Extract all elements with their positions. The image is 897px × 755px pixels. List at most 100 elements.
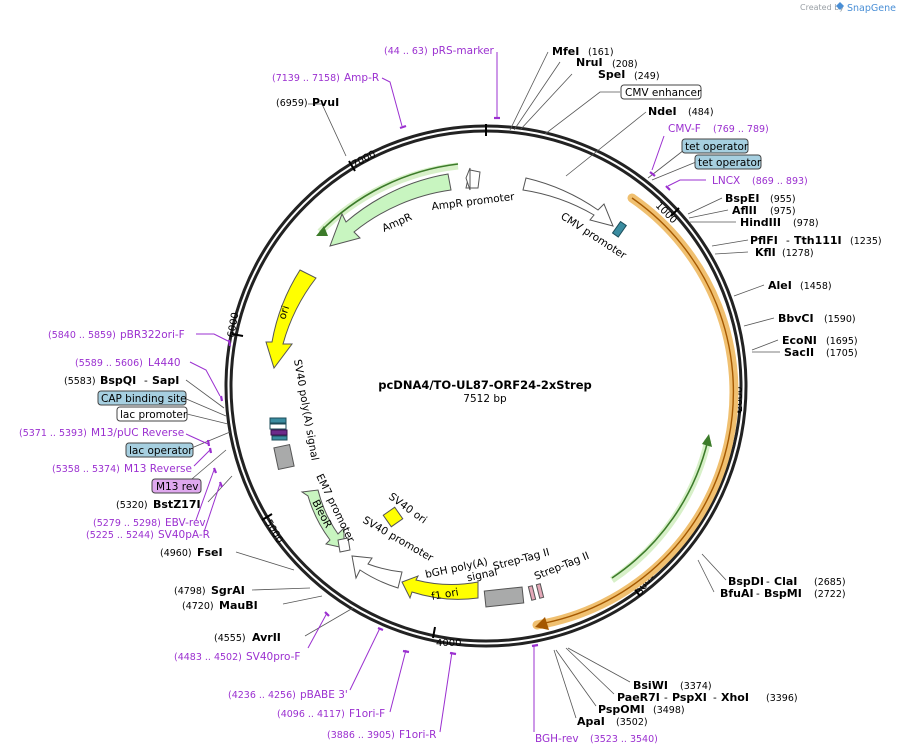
primer-cmvf-pos: (769 .. 789) — [713, 124, 769, 135]
cds-green-top-head — [316, 226, 328, 236]
tick-5000 — [261, 513, 273, 521]
site-sgrai[interactable]: SgrAI — [211, 584, 245, 597]
primer-prs[interactable]: pRS-marker — [432, 45, 495, 57]
primer-sv40pa[interactable]: SV40pA-R — [158, 529, 210, 541]
primer-f1f[interactable]: F1ori-F — [349, 708, 385, 720]
cds-green-right-head — [702, 434, 712, 447]
tick-label-6000: 6000 — [226, 312, 241, 339]
cds-green-right-line — [611, 439, 709, 579]
site-nrui[interactable]: NruI — [576, 56, 603, 69]
site-mfei-pos: (161) — [588, 47, 614, 58]
site-bbvci[interactable]: BbvCI — [778, 312, 814, 325]
site-hindiii-pos: (978) — [793, 218, 819, 229]
tick-label-4000: 4000 — [436, 638, 461, 649]
site-xhoi[interactable]: XhoI — [721, 691, 749, 704]
primer-leaders — [185, 52, 706, 733]
site-pvui[interactable]: PvuI — [312, 96, 339, 109]
primer-pbr-pos: (5840 .. 5859) — [48, 330, 116, 341]
site-avrii[interactable]: AvrII — [252, 631, 281, 644]
site-bspei-pos: (955) — [770, 194, 796, 205]
site-alei[interactable]: AleI — [768, 279, 792, 292]
site-mfei[interactable]: MfeI — [552, 45, 579, 58]
tick-1000 — [670, 207, 680, 217]
feature-ampr — [329, 173, 452, 247]
cmv-enhancer-box[interactable] — [620, 84, 702, 100]
site-bspqi-pos: (5583) — [64, 376, 96, 387]
label-sv40-polya: SV40 poly(A) signal — [291, 358, 321, 461]
primer-pbr[interactable]: pBR322ori-F — [120, 329, 185, 341]
primer-m13r[interactable]: M13 Reverse — [124, 463, 192, 475]
primer-pbabe[interactable]: pBABE 3' — [300, 689, 348, 701]
primer-bgh[interactable]: BGH-rev — [535, 733, 579, 745]
site-bspmi[interactable]: BspMI — [764, 587, 802, 600]
orf-band-line — [544, 197, 735, 624]
primer-sv40pro[interactable]: SV40pro-F — [246, 651, 300, 663]
feature-cap-box — [269, 423, 287, 430]
site-hindiii[interactable]: HindIII — [740, 216, 781, 229]
site-aflii[interactable]: AflII — [732, 204, 757, 217]
site-maubi-pos: (4720) — [182, 601, 214, 612]
feature-lac-op-box-2 — [271, 435, 288, 441]
site-bspqi[interactable]: BspQI — [100, 374, 136, 387]
site-tth111i[interactable]: Tth111I — [794, 234, 842, 247]
primer-l4440-pos: (5589 .. 5606) — [75, 358, 143, 369]
cap-binding-box[interactable] — [97, 390, 187, 406]
site-bspei[interactable]: BspEI — [725, 192, 759, 205]
site-sapi[interactable]: SapI — [152, 374, 179, 387]
site-kfli[interactable]: KflI — [755, 246, 776, 259]
primer-cmvf[interactable]: CMV-F — [668, 123, 701, 135]
primer-m13puc[interactable]: M13/pUC Reverse — [91, 427, 184, 439]
site-paer7i-pos: (3396) — [766, 693, 798, 704]
tick-label-5000: 5000 — [262, 518, 284, 546]
site-apai[interactable]: ApaI — [577, 715, 605, 728]
site-leaders — [181, 51, 780, 719]
primer-lncx[interactable]: LNCX — [712, 175, 740, 187]
primer-f1r-pos: (3886 .. 3905) — [327, 730, 395, 741]
primer-ebv-pos: (5279 .. 5298) — [93, 518, 161, 529]
site-bsiwi-pos: (3374) — [680, 681, 712, 692]
feature-lac-op-box — [269, 417, 287, 424]
lac-operator-box[interactable] — [125, 442, 194, 458]
site-bstz17i[interactable]: BstZ17I — [153, 498, 201, 511]
site-spei[interactable]: SpeI — [598, 68, 625, 81]
site-ndei-pos: (484) — [688, 107, 714, 118]
site-pvui-pos: (6959) — [276, 98, 308, 109]
tet-operator-box-1[interactable] — [681, 138, 749, 154]
site-pflfi[interactable]: PflFI — [750, 234, 778, 247]
primer-pbabe-pos: (4236 .. 4256) — [228, 690, 296, 701]
site-ndei[interactable]: NdeI — [648, 105, 677, 118]
m13-rev-box[interactable] — [151, 478, 202, 494]
credit-text: Created by — [800, 3, 844, 12]
site-bsiwi[interactable]: BsiWI — [633, 679, 668, 692]
feature-bgh-polya — [483, 586, 525, 608]
site-pspxi[interactable]: PspXI — [672, 691, 707, 704]
primer-ebv[interactable]: EBV-rev — [165, 517, 206, 529]
orf-arrowhead — [535, 617, 549, 630]
site-pflfi-sep: - — [786, 235, 790, 247]
feature-cmv-promoter — [522, 177, 614, 227]
site-bspdi-sep: - — [766, 576, 770, 588]
site-econi[interactable]: EcoNI — [782, 334, 817, 347]
site-maubi[interactable]: MauBI — [219, 599, 258, 612]
site-nrui-pos: (208) — [612, 59, 638, 70]
lac-promoter-box[interactable] — [116, 406, 188, 422]
site-bspdi[interactable]: BspDI — [728, 575, 764, 588]
site-bfuai[interactable]: BfuAI — [720, 587, 754, 600]
site-paer7i[interactable]: PaeR7I — [617, 691, 660, 704]
primer-ampr[interactable]: Amp-R — [344, 72, 379, 84]
feature-ampr-promoter-head — [465, 167, 471, 191]
plasmid-length: 7512 bp — [463, 393, 507, 405]
site-sacii-pos: (1705) — [826, 348, 858, 359]
cmv-enhancer-label: CMV enhancer — [625, 87, 702, 99]
primer-l4440[interactable]: L4440 — [148, 357, 181, 369]
site-pspomi[interactable]: PspOMI — [598, 703, 645, 716]
primer-f1r[interactable]: F1ori-R — [399, 729, 436, 741]
site-sacii[interactable]: SacII — [784, 346, 814, 359]
site-fsei[interactable]: FseI — [197, 546, 223, 559]
tet-operator-box-2[interactable] — [694, 154, 762, 170]
site-avrii-pos: (4555) — [214, 633, 246, 644]
label-ori: ori — [276, 304, 292, 321]
cds-green-top-line — [319, 163, 459, 233]
site-clai[interactable]: ClaI — [774, 575, 797, 588]
primer-m13puc-pos: (5371 .. 5393) — [19, 428, 87, 439]
